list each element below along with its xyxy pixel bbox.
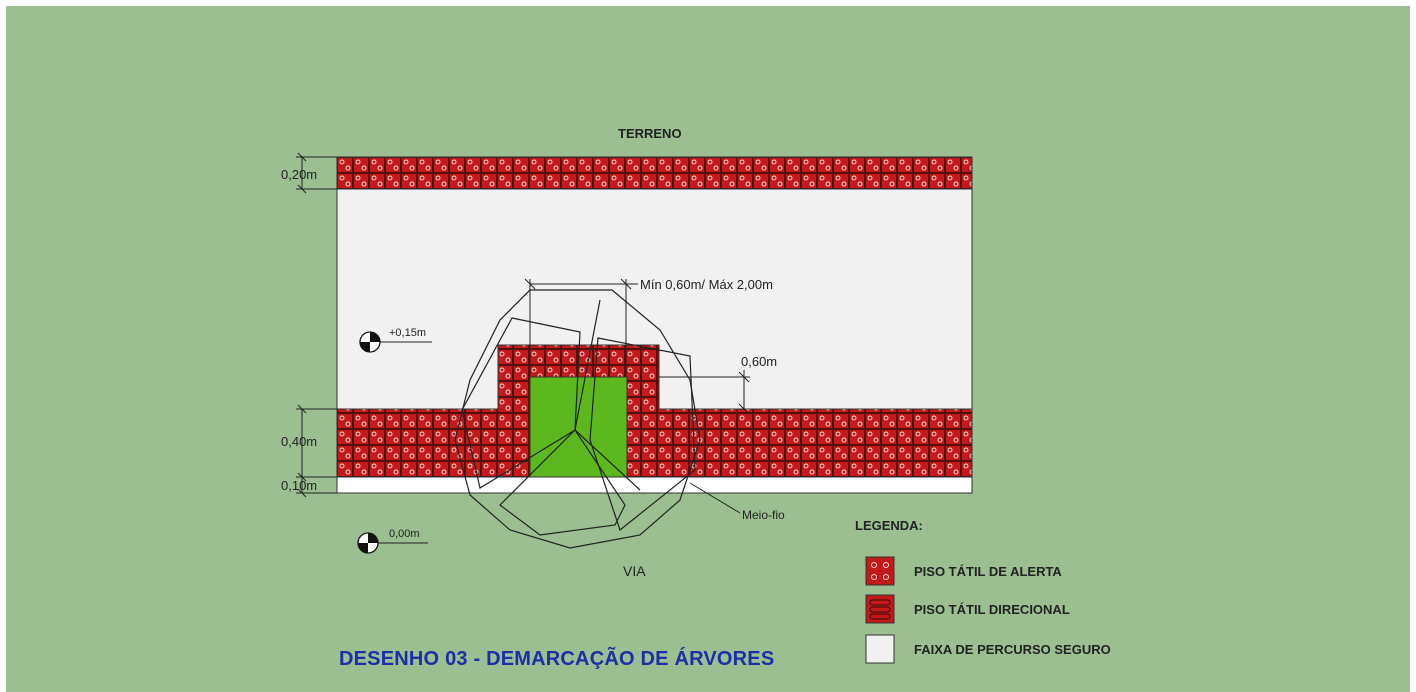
level-marker-sidewalk <box>359 331 432 353</box>
tree-pit <box>529 376 628 478</box>
dim-curb-band: 0,10m <box>281 478 318 493</box>
level-marker-street <box>357 532 428 554</box>
legend-swatch-alert <box>865 556 895 586</box>
dim-pit-margin: 0,60m <box>741 354 778 369</box>
legend-swatch-directional <box>865 594 895 624</box>
dim-tree-pit: Mín 0,60m/ Máx 2,00m <box>640 277 773 292</box>
legend-title: LEGENDA: <box>855 518 923 533</box>
curb-band <box>336 476 973 494</box>
tree-canopy <box>454 289 701 549</box>
terreno-label: TERRENO <box>618 126 682 141</box>
legend-label-alert: PISO TÁTIL DE ALERTA <box>914 564 1062 579</box>
legend-label-directional: PISO TÁTIL DIRECIONAL <box>914 602 1070 617</box>
top-alert-band <box>336 156 973 190</box>
legend-swatch-safe <box>865 634 895 664</box>
level-street-value: 0,00m <box>389 528 420 540</box>
curb-label: Meio-fio <box>742 508 785 522</box>
dim-bottom-band: 0,40m <box>281 434 318 449</box>
dimension-lines <box>296 152 750 514</box>
level-sidewalk-value: +0,15m <box>389 327 426 339</box>
drawing-title: DESENHO 03 - DEMARCAÇÃO DE ÁRVORES <box>339 648 775 670</box>
dim-top-band: 0,20m <box>281 167 318 182</box>
via-label: VIA <box>623 563 646 579</box>
legend-label-safe: FAIXA DE PERCURSO SEGURO <box>914 642 1111 657</box>
